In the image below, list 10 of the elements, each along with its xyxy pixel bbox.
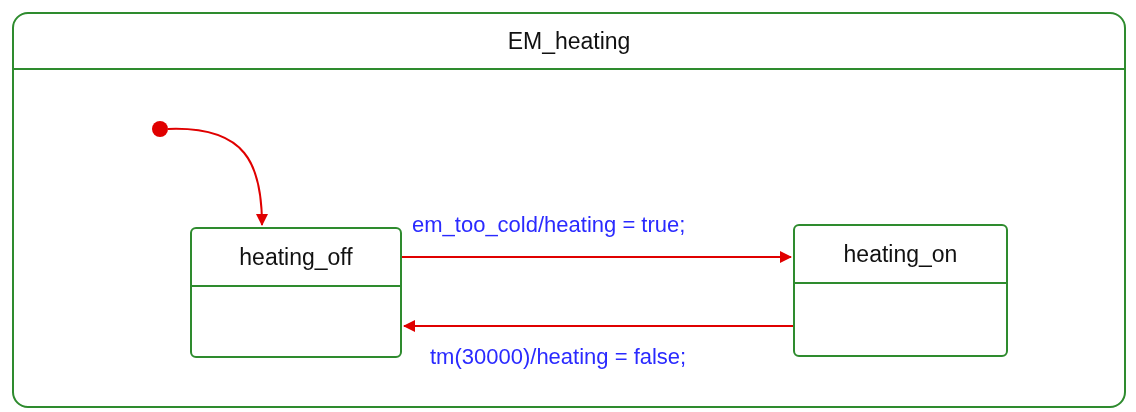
transition-arrow	[167, 128, 268, 226]
state-name: heating_on	[843, 240, 958, 268]
state-name: heating_off	[239, 243, 353, 271]
state-box	[793, 224, 1008, 357]
initial-state-dot	[152, 121, 168, 137]
composite-state-box	[12, 12, 1126, 408]
state-box	[190, 227, 402, 358]
transition-arrow	[401, 251, 792, 263]
transition-arrow	[403, 320, 794, 332]
state-name: EM_heating	[507, 27, 631, 55]
